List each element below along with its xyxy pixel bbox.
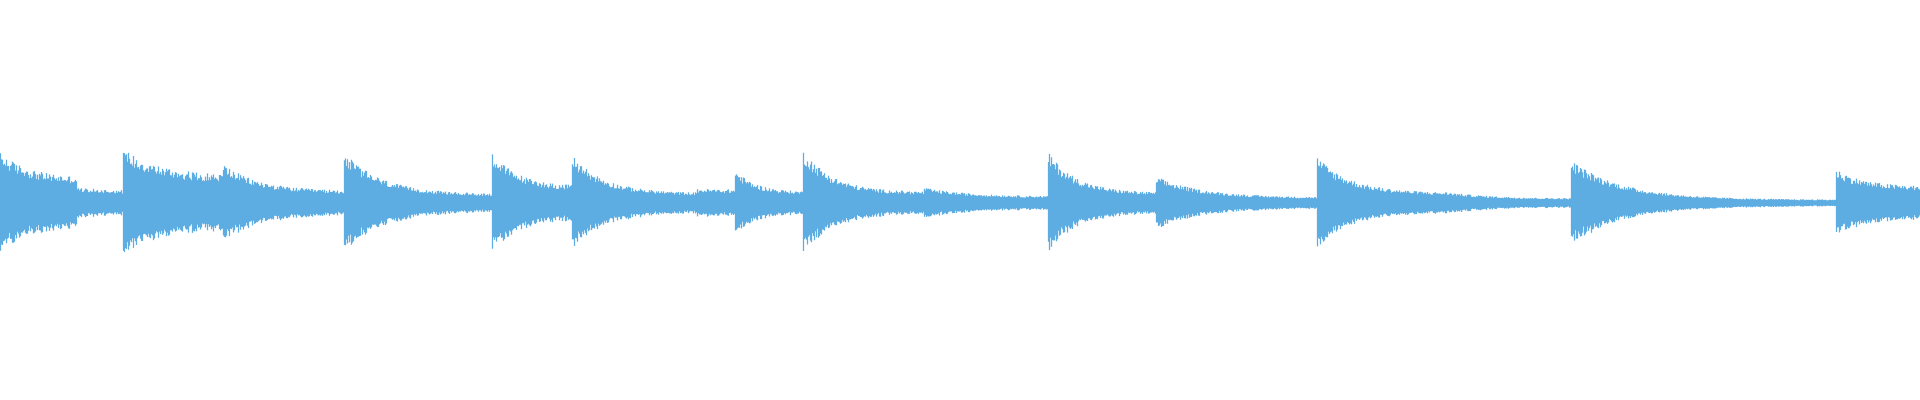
waveform-segment bbox=[734, 174, 804, 231]
waveform-segment bbox=[1445, 192, 1572, 214]
waveform-segment bbox=[696, 189, 736, 217]
waveform-segment bbox=[0, 153, 78, 251]
waveform-segment bbox=[222, 166, 345, 238]
waveform-segment bbox=[1047, 153, 1157, 251]
waveform-segment bbox=[76, 188, 124, 218]
waveform-bars bbox=[0, 152, 1920, 253]
waveform-segment bbox=[923, 188, 1049, 217]
waveform-segment bbox=[343, 158, 493, 246]
waveform-segment bbox=[122, 152, 224, 253]
waveform-segment bbox=[1316, 158, 1447, 247]
waveform-segment bbox=[1835, 171, 1920, 233]
waveform-segment bbox=[1155, 178, 1318, 227]
waveform-segment bbox=[1570, 163, 1837, 241]
waveform-segment bbox=[571, 158, 698, 246]
waveform-segment bbox=[491, 154, 573, 249]
waveform-segment bbox=[802, 152, 925, 251]
